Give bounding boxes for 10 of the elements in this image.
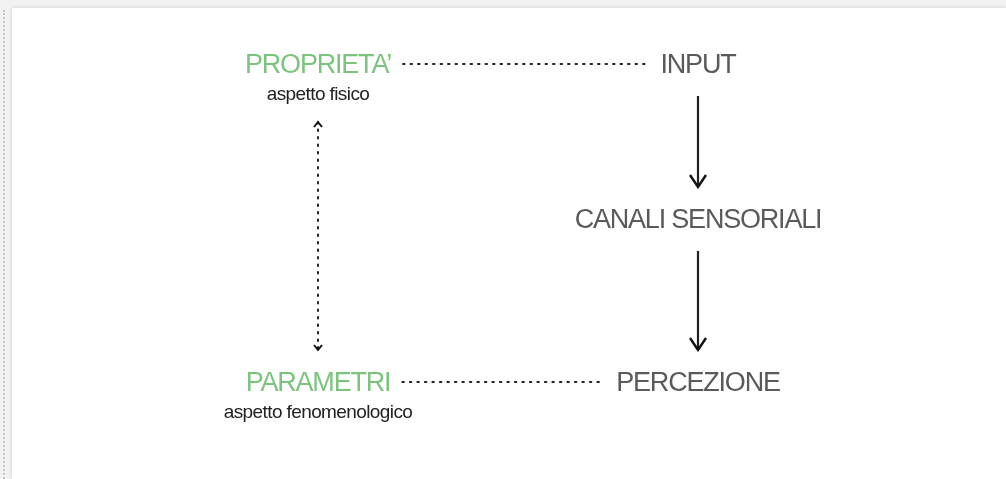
node-subtitle: aspetto fisico bbox=[266, 82, 370, 106]
node-heading: PROPRIETA’ bbox=[245, 48, 391, 80]
node-subtitle: aspetto fenomenologico bbox=[223, 400, 413, 424]
arrow bbox=[688, 96, 708, 189]
node-heading: PERCEZIONE bbox=[616, 366, 780, 398]
node-heading: CANALI SENSORIALI bbox=[574, 203, 822, 235]
arrow bbox=[688, 251, 708, 352]
node-heading: INPUT bbox=[660, 48, 736, 80]
dotted-connector bbox=[313, 121, 323, 351]
node-heading: PARAMETRI bbox=[245, 366, 391, 398]
